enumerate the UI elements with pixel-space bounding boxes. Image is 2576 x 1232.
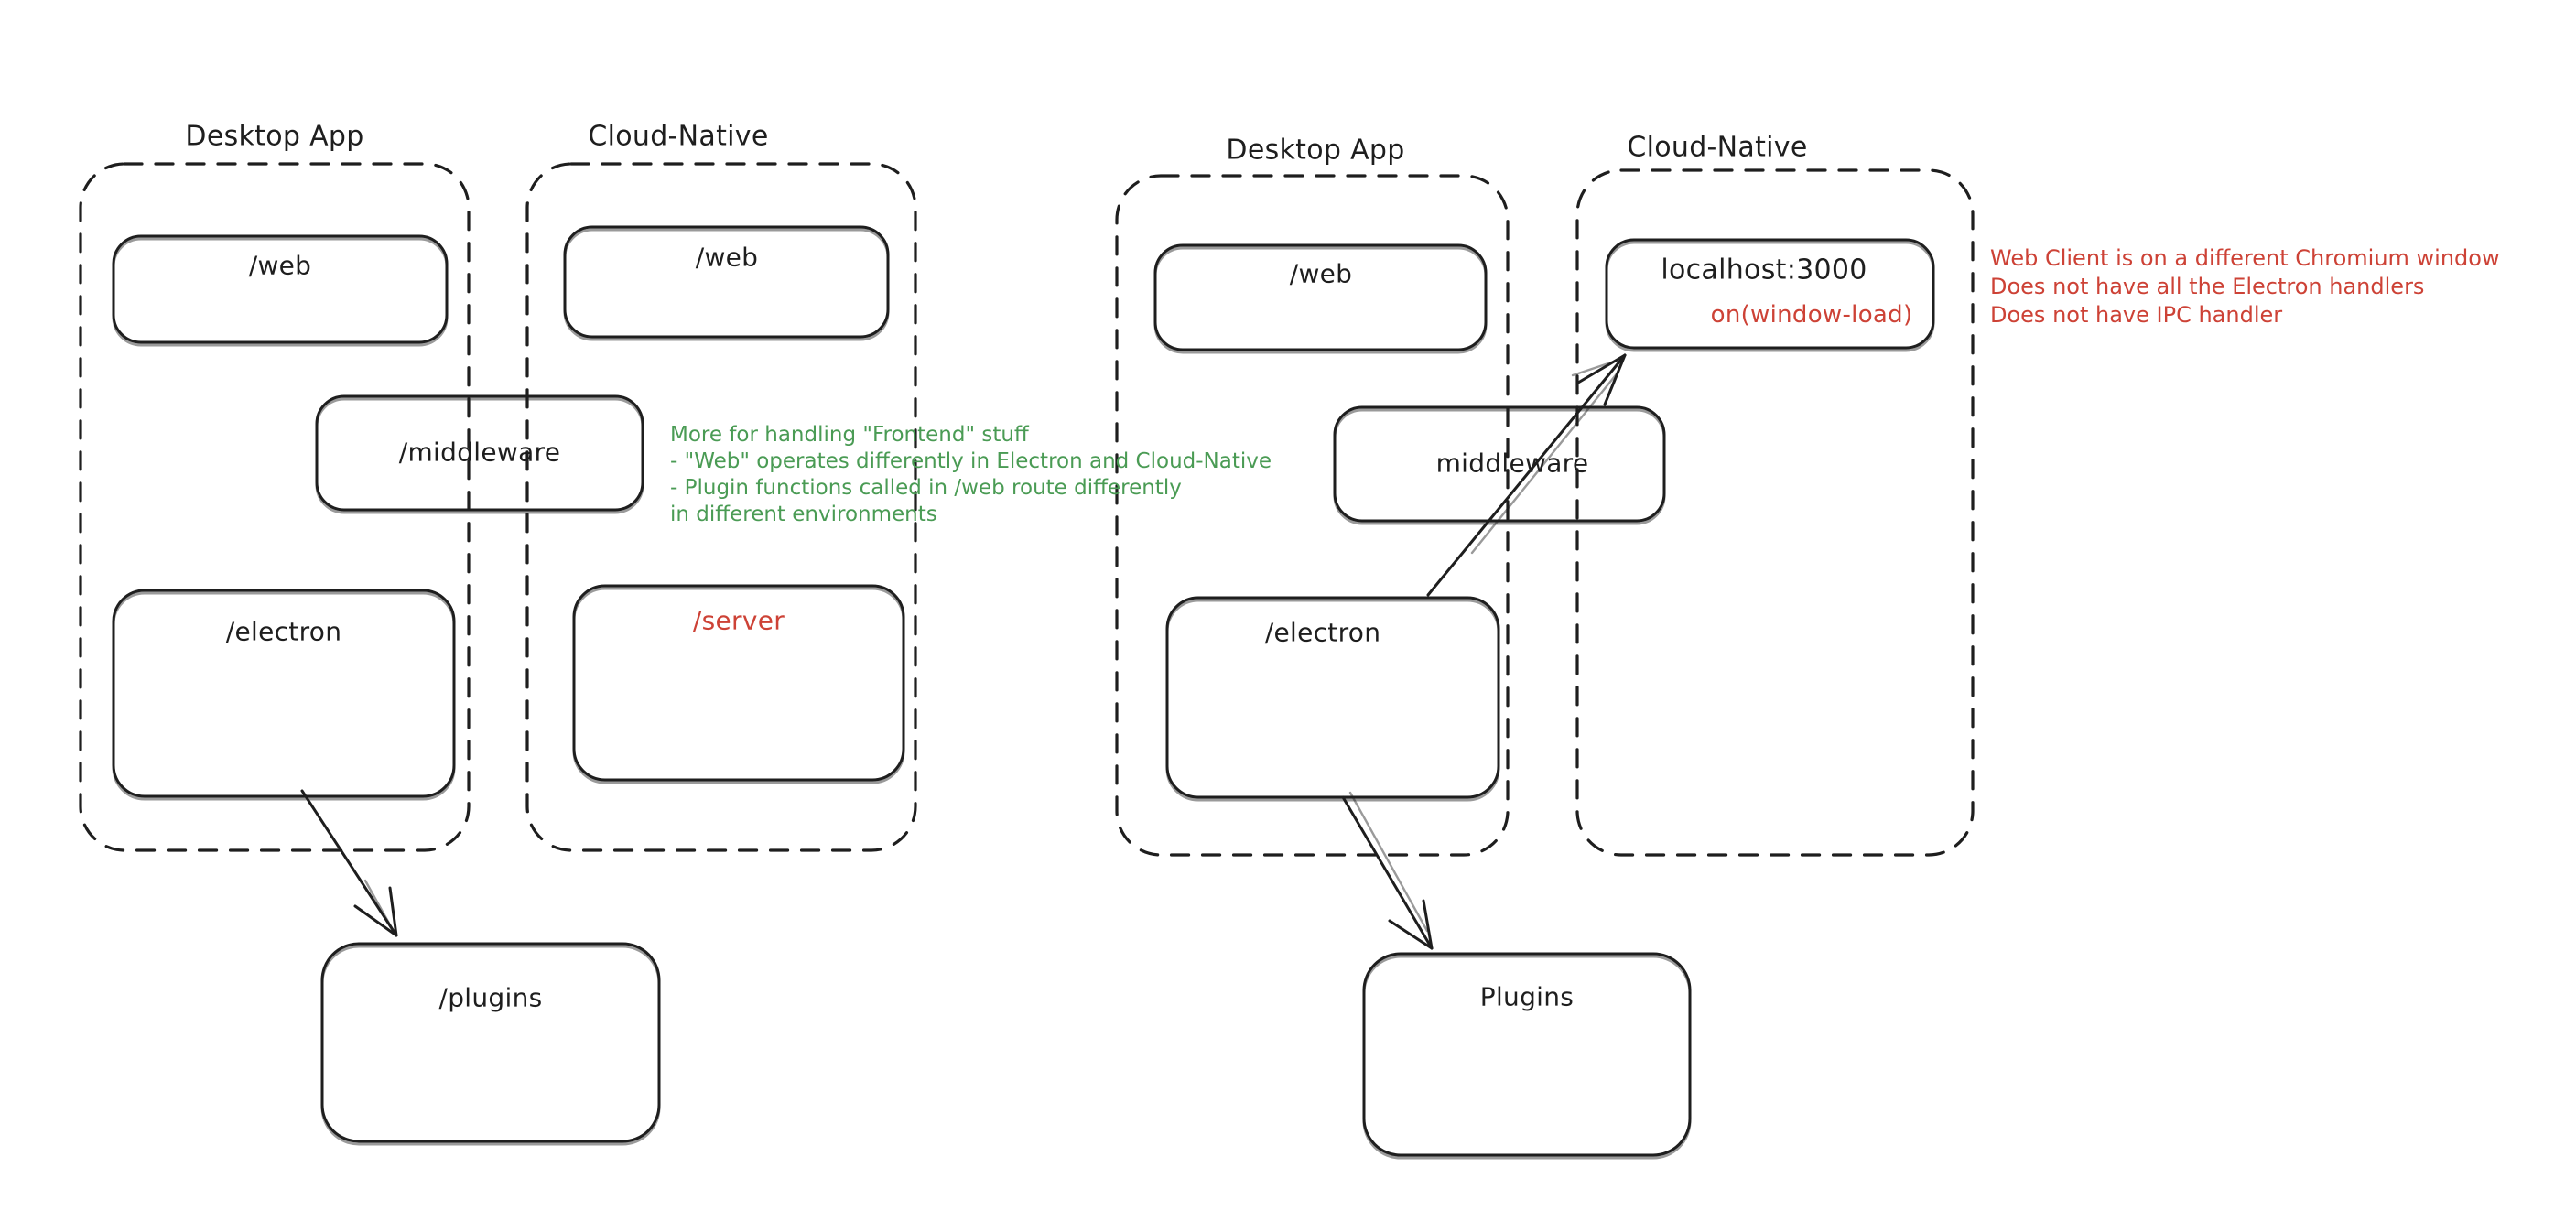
right-localhost-box[interactable] [1605,238,1935,350]
left-server-box[interactable] [572,584,905,782]
right-middleware-box-label[interactable]: middleware [1435,448,1589,479]
right-electron-box[interactable] [1165,596,1500,799]
left-server-box-label[interactable]: /server [692,605,785,636]
left-electron-box[interactable] [112,589,456,798]
left-plugins-box[interactable] [320,942,661,1143]
arrow-electron-to-localhost[interactable] [1426,353,1627,597]
left-plugins-box-label[interactable]: /plugins [438,982,543,1013]
left-cloud-web-box[interactable] [563,225,890,339]
right-localhost-box-label[interactable]: localhost:3000 [1661,254,1867,286]
red-annotation-line: Web Client is on a different Chromium wi… [1990,245,2500,271]
right-plugins-box[interactable] [1362,952,1692,1157]
right-localhost-handler-label[interactable]: on(window-load) [1710,301,1913,329]
right-desktop-app-container[interactable] [1115,174,1510,857]
red-annotation[interactable]: Web Client is on a different Chromium wi… [1990,244,2500,330]
left-electron-box-label[interactable]: /electron [225,616,342,647]
left-middleware-box-label[interactable]: /middleware [398,437,561,468]
green-annotation[interactable]: More for handling "Frontend" stuff - "We… [670,422,1272,528]
left-web-box-label[interactable]: /web [248,250,312,281]
red-annotation-line: Does not have IPC handler [1990,302,2283,328]
left-cloud-native-label[interactable]: Cloud-Native [588,120,769,153]
left-web-box[interactable] [112,234,449,344]
right-electron-box-label[interactable]: /electron [1264,617,1381,648]
left-plugins-box-sketch [320,945,661,1146]
right-cloud-native-container[interactable] [1575,168,1975,857]
green-annotation-line: More for handling "Frontend" stuff [670,423,1029,447]
right-desktop-app-label[interactable]: Desktop App [1226,134,1405,167]
arrow-electron-to-plugins-right[interactable] [1341,791,1434,950]
right-web-box-label[interactable]: /web [1289,258,1353,289]
right-plugins-box-label[interactable]: Plugins [1479,981,1575,1012]
left-desktop-app-container[interactable] [79,162,471,852]
left-middleware-box[interactable] [315,394,644,512]
arrow-electron-to-plugins-left[interactable] [300,789,398,937]
green-annotation-line: - "Web" operates differently in Electron… [670,449,1272,473]
green-annotation-line: in different environments [670,503,937,526]
red-annotation-line: Does not have all the Electron handlers [1990,274,2425,299]
left-desktop-app-label[interactable]: Desktop App [185,120,364,153]
left-cloud-web-box-label[interactable]: /web [695,242,759,273]
right-web-box[interactable] [1153,243,1488,351]
right-middleware-box[interactable] [1333,405,1666,523]
green-annotation-line: - Plugin functions called in /web route … [670,476,1182,500]
left-cloud-native-container[interactable] [525,162,917,852]
right-cloud-native-label[interactable]: Cloud-Native [1627,131,1808,164]
